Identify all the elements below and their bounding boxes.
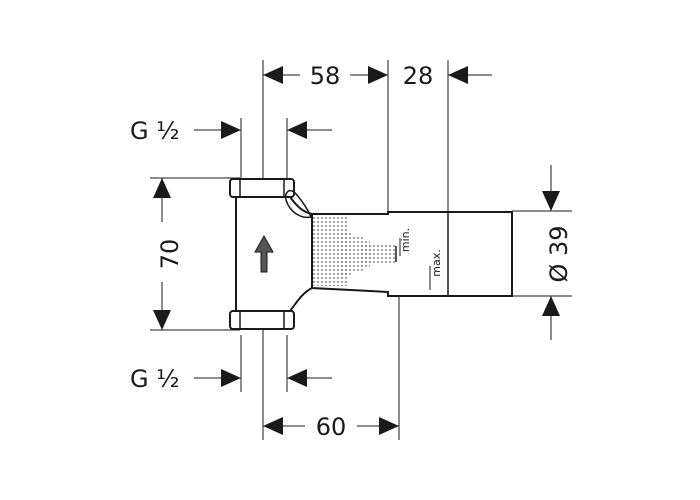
min-label: min. bbox=[399, 228, 412, 252]
stem-pattern bbox=[360, 244, 396, 264]
knurl-pattern-inner bbox=[340, 230, 370, 278]
valve-body bbox=[229, 178, 513, 330]
arrowheads bbox=[153, 66, 560, 435]
thread-label-top: G ½ bbox=[130, 117, 180, 145]
extension-lines bbox=[150, 60, 572, 440]
cavity-outline bbox=[284, 189, 313, 219]
thread-label-bottom: G ½ bbox=[130, 365, 180, 393]
dimension-58: 58 bbox=[310, 62, 341, 90]
dimension-60: 60 bbox=[316, 413, 347, 441]
dimension-28: 28 bbox=[403, 62, 434, 90]
dimension-70: 70 bbox=[156, 239, 184, 270]
dimension-diameter-39: Ø 39 bbox=[545, 225, 573, 282]
flow-direction-arrow-icon bbox=[254, 234, 274, 273]
max-label: max. bbox=[430, 249, 443, 276]
